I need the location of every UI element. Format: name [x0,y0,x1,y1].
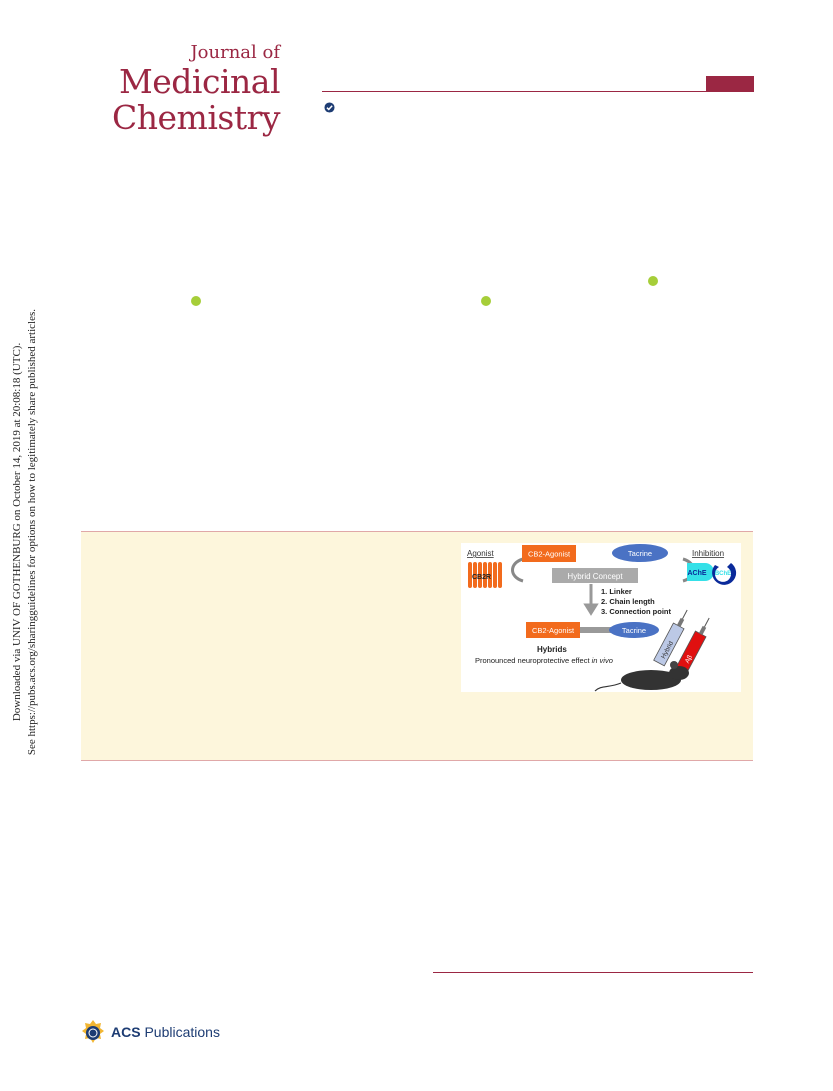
ache-icon [687,563,714,581]
receptor-label: CB2R [472,574,491,581]
step-2: 2. Chain length [601,597,655,606]
effect-text: Pronounced neuroprotective effect in viv… [475,656,613,665]
agonist-label: Agonist [467,549,494,558]
header-tab [706,76,754,92]
hybrids-label: Hybrids [537,645,567,654]
step-3: 3. Connection point [601,607,671,616]
cb2-agonist-label: CB2-Agonist [528,550,571,559]
receptor-icon [468,562,502,588]
abeta-syringe-icon: Aβ [675,617,710,675]
cb2-agonist-box [522,545,576,562]
tacrine-label: Tacrine [628,549,652,558]
linker-bar [580,627,612,633]
bche-label: BChE [715,571,731,577]
hybrid-cb2-label: CB2-Agonist [532,626,575,635]
acs-seal-icon [82,1020,104,1043]
footer-rule [433,972,753,973]
download-notice: Downloaded via UNIV OF GOTHENBURG on Oct… [5,309,45,755]
journal-logo: Journal of Medicinal Chemistry [112,42,281,137]
publisher-name: ACS Publications [111,1024,220,1040]
orcid-icon[interactable] [191,296,201,306]
ache-label: AChE [687,570,706,577]
header-rule [322,91,754,92]
journal-logo-line3: Chemistry [112,98,281,137]
acs-publications-logo[interactable]: ACS Publications [81,1018,220,1046]
journal-logo-line2: Medicinal [118,62,281,101]
orcid-icon[interactable] [481,296,491,306]
hybrid-concept-label: Hybrid Concept [567,572,623,581]
download-notice-line1: Downloaded via UNIV OF GOTHENBURG on Oct… [11,342,23,722]
orcid-icon[interactable] [648,276,658,286]
syringe-abeta-label: Aβ [684,654,694,665]
hybrid-concept-box [552,568,638,583]
journal-logo-line1: Journal of [190,42,280,63]
hybrid-cb2-box [526,622,580,638]
tacrine-ellipse [612,544,668,562]
down-arrow-icon [583,584,599,616]
toc-graphic: Agonist CB2R CB2-Agonist Tacrine Inhibit… [461,543,741,692]
bche-icon [712,563,737,585]
checkmark-icon [324,102,335,113]
agonist-arrow [511,557,524,583]
hybrid-tacrine-ellipse [609,622,659,638]
inhibition-label: Inhibition [692,549,724,558]
mouse-icon [594,661,689,692]
download-notice-line2: See https://pubs.acs.org/sharingguidelin… [26,308,38,756]
hybrid-tacrine-label: Tacrine [622,626,646,635]
step-1: 1. Linker [601,587,632,596]
